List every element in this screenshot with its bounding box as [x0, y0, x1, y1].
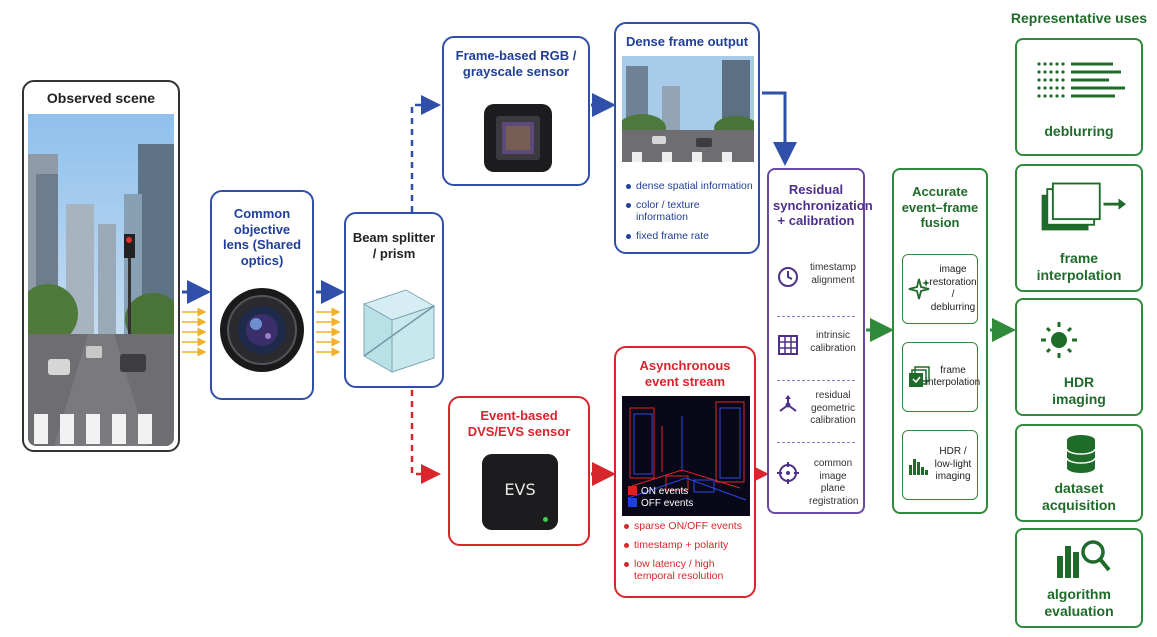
sync-item-intrinsic: intrinsic calibration: [769, 324, 863, 380]
magnifier-chart-icon: [1057, 540, 1111, 578]
event-stream-bullets: sparse ON/OFF events timestamp + polarit…: [622, 520, 750, 589]
sync-item-geometric: residual geometric calibration: [769, 384, 863, 440]
legend-item-off: OFF events: [628, 498, 693, 510]
divider: [777, 380, 855, 381]
use-algorithm-evaluation: algorithm evaluation: [1015, 528, 1143, 628]
camera-lens-icon: [220, 288, 304, 372]
target-icon: [777, 462, 799, 484]
beam-splitter-panel: Beam splitter / prism: [344, 212, 444, 388]
event-sensor-title: Event-based DVS/EVS sensor: [467, 408, 571, 439]
dense-frame-output-panel: Dense frame output dense spatial informa…: [614, 22, 760, 254]
divider: [777, 316, 855, 317]
list-item: color / texture information: [624, 199, 754, 223]
fusion-panel: Accurate event–frame fusion image restor…: [892, 168, 988, 514]
event-stream-panel: Asynchronous event stream ON events OFF …: [614, 346, 756, 598]
list-item: dense spatial information: [624, 180, 754, 192]
list-item: sparse ON/OFF events: [622, 520, 750, 532]
axes-icon: [779, 395, 797, 412]
legend-item-on: ON events: [628, 486, 693, 498]
fusion-title: Accurate event–frame fusion: [901, 184, 979, 231]
evs-camera-icon: EVS: [482, 454, 558, 530]
frame-output-image: [622, 56, 754, 162]
observed-scene-panel: Observed scene: [22, 80, 180, 452]
representative-uses-title: Representative uses: [1010, 10, 1148, 26]
divider: [777, 442, 855, 443]
sync-calibration-title: Residual synchronization + calibration: [773, 182, 873, 229]
list-item: low latency / high temporal resolution: [622, 558, 750, 582]
fusion-item-interpolation: frame interpolation: [902, 342, 980, 412]
database-icon: [1066, 435, 1096, 473]
histogram-icon: [909, 459, 928, 475]
frame-camera-icon: [484, 104, 552, 172]
objective-lens-panel: Common objective lens (Shared optics): [210, 190, 314, 400]
status-led: [543, 517, 548, 522]
sync-item-registration: common image plane registration: [769, 452, 863, 508]
event-legend: ON events OFF events: [628, 486, 693, 510]
prism-cube-icon: [362, 289, 436, 373]
sun-moon-icon: [1041, 322, 1117, 358]
frame-sensor-panel: Frame-based RGB / grayscale sensor: [442, 36, 590, 186]
frame-sensor-title: Frame-based RGB / grayscale sensor: [455, 48, 577, 79]
fusion-item-hdr: HDR / low-light imaging: [902, 430, 978, 500]
off-swatch: [628, 498, 637, 507]
sync-calibration-panel: Residual synchronization + calibration t…: [767, 168, 873, 514]
frame-output-bullets: dense spatial information color / textur…: [624, 180, 754, 249]
motion-dots-icon: [1037, 62, 1125, 98]
stacked-frames-icon: [1041, 182, 1126, 231]
frames-icon: [909, 366, 930, 387]
use-frame-interpolation: frame interpolation: [1015, 164, 1143, 292]
use-hdr-imaging: HDR imaging: [1015, 298, 1143, 416]
on-swatch: [628, 486, 637, 495]
list-item: timestamp + polarity: [622, 539, 750, 551]
list-item: fixed frame rate: [624, 230, 754, 242]
use-deblurring: deblurring: [1015, 38, 1143, 156]
event-stream-title: Asynchronous event stream: [639, 358, 731, 389]
observed-scene-title: Observed scene: [46, 90, 156, 106]
clock-icon: [778, 267, 798, 287]
evs-camera-label: EVS: [504, 480, 536, 499]
street-scene-image: [28, 114, 174, 446]
dense-frame-output-title: Dense frame output: [625, 34, 749, 49]
objective-lens-title: Common objective lens (Shared optics): [222, 206, 302, 268]
use-dataset-acquisition: dataset acquisition: [1015, 424, 1143, 522]
beam-splitter-title: Beam splitter / prism: [352, 230, 436, 261]
event-stream-image: [622, 396, 750, 516]
sparkle-icon: [908, 278, 930, 300]
event-sensor-panel: Event-based DVS/EVS sensor EVS: [448, 396, 590, 546]
fusion-item-restoration: image restoration / deblurring: [902, 254, 978, 324]
sync-item-timestamp: timestamp alignment: [769, 256, 863, 312]
grid-icon: [778, 335, 798, 355]
